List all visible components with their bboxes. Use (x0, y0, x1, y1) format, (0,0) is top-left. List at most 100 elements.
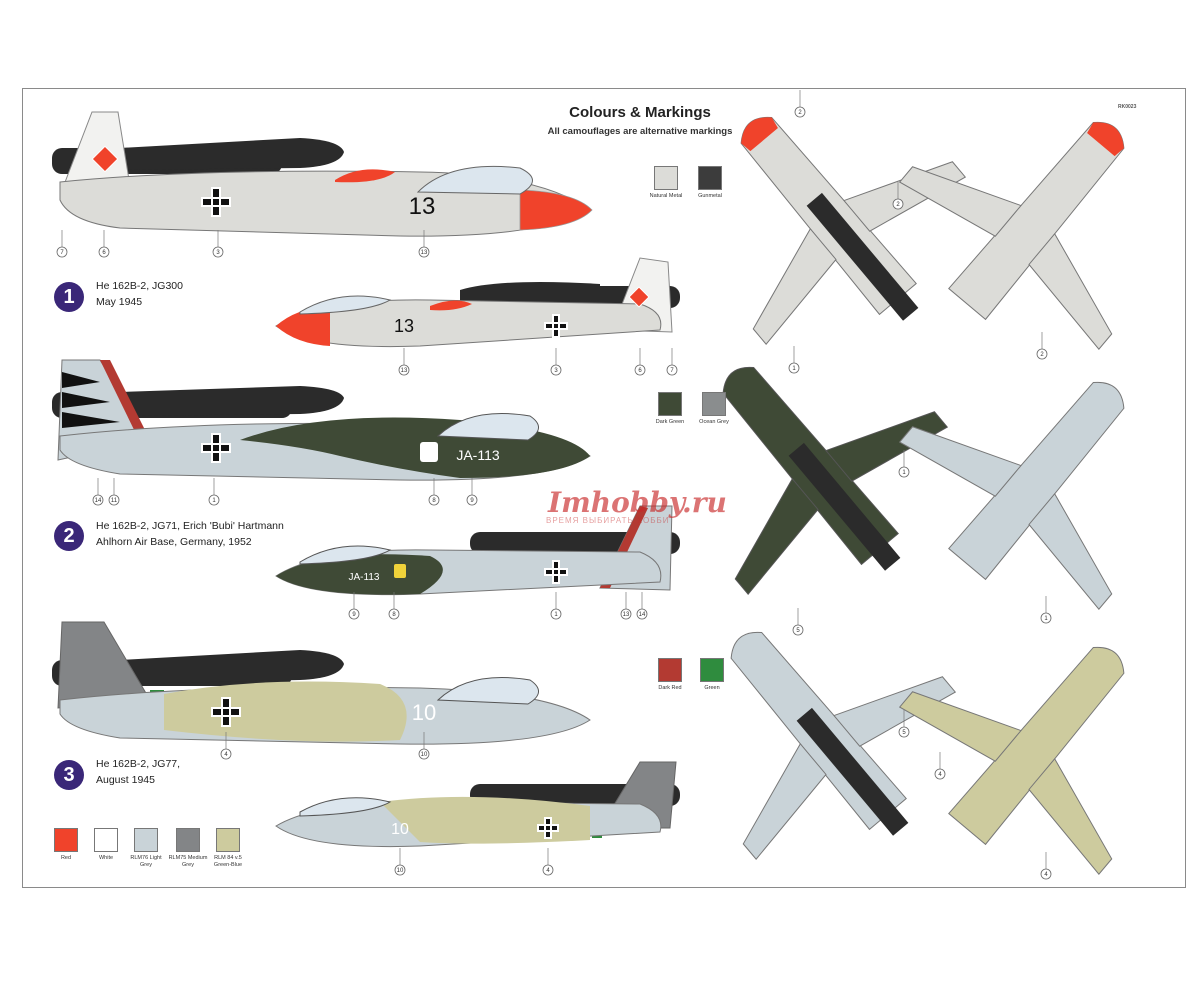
plan-view-3-bottom (898, 646, 1125, 875)
sheet-subtitle: All camouflages are alternative markings (547, 126, 733, 137)
callout-marker: 8 (388, 592, 400, 620)
watermark-brand: Imhobby.ru (548, 486, 727, 519)
callout-marker: 1 (550, 592, 562, 620)
plan-view-2-top (722, 366, 949, 595)
swatch-red (54, 828, 78, 852)
svg-text:9: 9 (470, 498, 474, 504)
callout-marker: 13 (620, 592, 632, 620)
profile-1-right-side: 13 (275, 257, 680, 348)
swatch-rlm75-medium-grey (176, 828, 200, 852)
callout-marker: 13 (418, 230, 430, 258)
callout-marker: 2 (794, 90, 806, 118)
p2-code-a: JA-113 (456, 447, 500, 463)
swatch-label: Dark Green (655, 419, 685, 425)
callout-marker: 10 (418, 732, 430, 760)
svg-text:14: 14 (95, 498, 102, 504)
svg-text:1: 1 (902, 470, 906, 476)
swatch-label: White (98, 855, 114, 861)
callout-marker: 2 (892, 182, 904, 210)
callout-marker: 3 (212, 230, 224, 258)
swatch-rlm76-light-grey (134, 828, 158, 852)
swatch-label: Gunmetal (698, 193, 722, 199)
profile-1-line1: He 162B-2, JG300 (96, 280, 183, 292)
swatch-label: Green (704, 685, 720, 691)
sheet-title: Colours & Markings (569, 104, 711, 121)
plan-view-1-bottom (898, 121, 1125, 350)
p1-code-a: 13 (409, 193, 436, 220)
swatch-gunmetal (698, 166, 722, 190)
callout-marker: 9 (348, 592, 360, 620)
profile-2-right-side: JA-113 (275, 505, 680, 596)
svg-text:13: 13 (401, 368, 408, 374)
svg-text:6: 6 (638, 368, 642, 374)
p3-code-b: 10 (391, 821, 409, 838)
svg-text:5: 5 (902, 730, 906, 736)
profile-2-caption: He 162B-2, JG71, Erich 'Bubi' Hartmann A… (96, 518, 284, 550)
swatch-rlm-84-v-5-green-blue (216, 828, 240, 852)
svg-text:13: 13 (421, 250, 428, 256)
callout-marker: 10 (394, 848, 406, 876)
svg-text:9: 9 (352, 612, 356, 618)
swatch-ocean-grey (702, 392, 726, 416)
swatch-label: Red (60, 855, 72, 861)
svg-text:2: 2 (1040, 352, 1044, 358)
svg-text:2: 2 (896, 202, 900, 208)
watermark-tagline: ВРЕМЯ ВЫБИРАТЬ ХОББИ (546, 516, 670, 525)
svg-text:3: 3 (554, 368, 558, 374)
callout-marker: 5 (792, 608, 804, 636)
callout-marker: 7 (666, 348, 678, 376)
swatch-natural-metal (654, 166, 678, 190)
svg-text:8: 8 (432, 498, 436, 504)
swatch-label: Ocean Grey (699, 419, 729, 425)
callout-marker: 5 (898, 710, 910, 738)
callout-marker: 4 (220, 732, 232, 760)
svg-text:5: 5 (796, 628, 800, 634)
callout-marker: 4 (542, 848, 554, 876)
callout-marker: 9 (466, 478, 478, 506)
callout-marker: 6 (634, 348, 646, 376)
svg-text:2: 2 (798, 110, 802, 116)
svg-text:13: 13 (623, 612, 630, 618)
swatch-label: RLM75 Medium Grey (168, 855, 208, 868)
svg-text:3: 3 (216, 250, 220, 256)
profile-2-number: 2 (54, 521, 84, 551)
svg-text:6: 6 (102, 250, 106, 256)
profile-3-line1: He 162B-2, JG77, (96, 758, 181, 770)
callout-marker: 4 (934, 752, 946, 780)
swatch-white (94, 828, 118, 852)
profile-1-left-side: 13 (52, 111, 593, 237)
callout-marker: 11 (108, 478, 120, 506)
plan-view-2-bottom (898, 381, 1125, 610)
profile-3-left-side: 10 (52, 621, 591, 745)
swatch-label: RLM76 Light Grey (130, 855, 162, 868)
profile-3-number: 3 (54, 760, 84, 790)
profile-1-line2: May 1945 (96, 296, 143, 308)
callout-marker: 6 (98, 230, 110, 258)
callout-marker: 1 (898, 450, 910, 478)
swatch-dark-red (658, 658, 682, 682)
callout-marker: 14 (92, 478, 104, 506)
svg-text:4: 4 (1044, 872, 1048, 878)
svg-text:1: 1 (1044, 616, 1048, 622)
callout-marker: 7 (56, 230, 68, 258)
svg-text:11: 11 (111, 498, 118, 504)
profile-2-line2: Ahlhorn Air Base, Germany, 1952 (96, 536, 252, 548)
callout-marker: 13 (398, 348, 410, 376)
profile-2-line1: He 162B-2, JG71, Erich 'Bubi' Hartmann (96, 520, 284, 532)
sheet-code: RK0023 (1118, 104, 1137, 110)
p2-code-b: JA-113 (349, 572, 380, 583)
profile-3-line2: August 1945 (96, 774, 155, 786)
swatch-label: Dark Red (658, 685, 682, 691)
swatch-label: Natural Metal (649, 193, 683, 199)
callout-marker: 14 (636, 592, 648, 620)
svg-text:4: 4 (546, 868, 550, 874)
callout-marker: 1 (1040, 596, 1052, 624)
callout-marker: 4 (1040, 852, 1052, 880)
callout-marker: 1 (208, 478, 220, 506)
callout-marker: 3 (550, 348, 562, 376)
svg-text:8: 8 (392, 612, 396, 618)
p1-code-b: 13 (394, 316, 414, 336)
profile-2-left-side: JA-113 (52, 359, 591, 481)
